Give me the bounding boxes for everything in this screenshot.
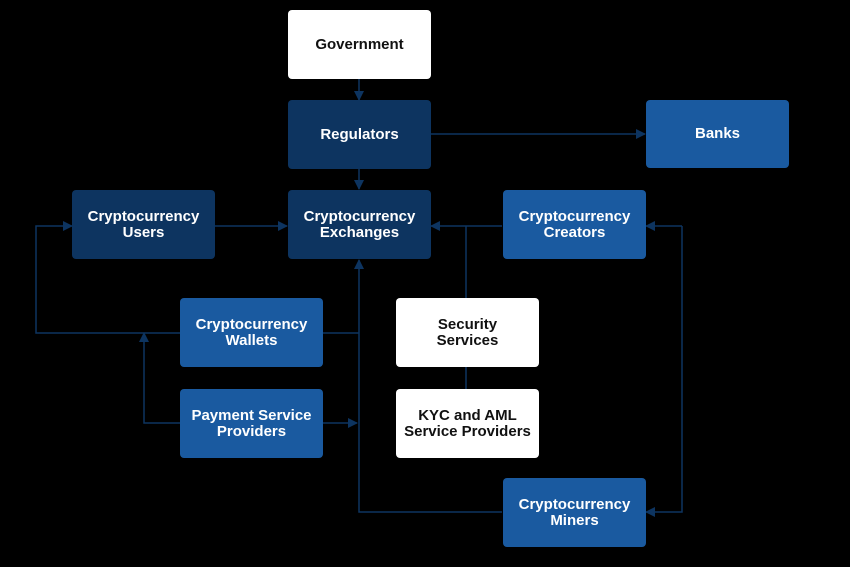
node-users: Cryptocurrency Users bbox=[72, 190, 215, 259]
node-payment: Payment Service Providers bbox=[180, 389, 323, 458]
node-wallets-label: Cryptocurrency Wallets bbox=[195, 315, 308, 349]
node-security: Security Services bbox=[396, 298, 539, 367]
node-creators: Cryptocurrency Creators bbox=[503, 190, 646, 259]
node-banks-label: Banks bbox=[694, 125, 741, 142]
node-banks: Banks bbox=[646, 100, 789, 168]
node-miners-label: Cryptocurrency Miners bbox=[518, 495, 631, 529]
edge-wallets-users bbox=[35, 221, 180, 334]
node-miners: Cryptocurrency Miners bbox=[503, 478, 646, 547]
node-regulators: Regulators bbox=[288, 100, 431, 169]
node-security-label: Security Services bbox=[436, 315, 499, 349]
node-government-label: Government bbox=[315, 35, 404, 53]
node-creators-label: Cryptocurrency Creators bbox=[518, 207, 631, 241]
edge-payment-wallets bbox=[139, 332, 180, 424]
node-wallets: Cryptocurrency Wallets bbox=[180, 298, 323, 367]
node-exchanges: Cryptocurrency Exchanges bbox=[288, 190, 431, 259]
node-exchanges-label: Cryptocurrency Exchanges bbox=[303, 207, 416, 241]
node-kyc-label: KYC and AML Service Providers bbox=[404, 406, 531, 440]
node-government: Government bbox=[288, 10, 431, 79]
node-kyc: KYC and AML Service Providers bbox=[396, 389, 539, 458]
node-regulators-label: Regulators bbox=[320, 125, 399, 143]
edge-miners-exchanges bbox=[354, 259, 502, 513]
edge-creators-miners bbox=[645, 226, 683, 517]
node-users-label: Cryptocurrency Users bbox=[87, 207, 200, 241]
node-payment-label: Payment Service Providers bbox=[191, 406, 312, 440]
